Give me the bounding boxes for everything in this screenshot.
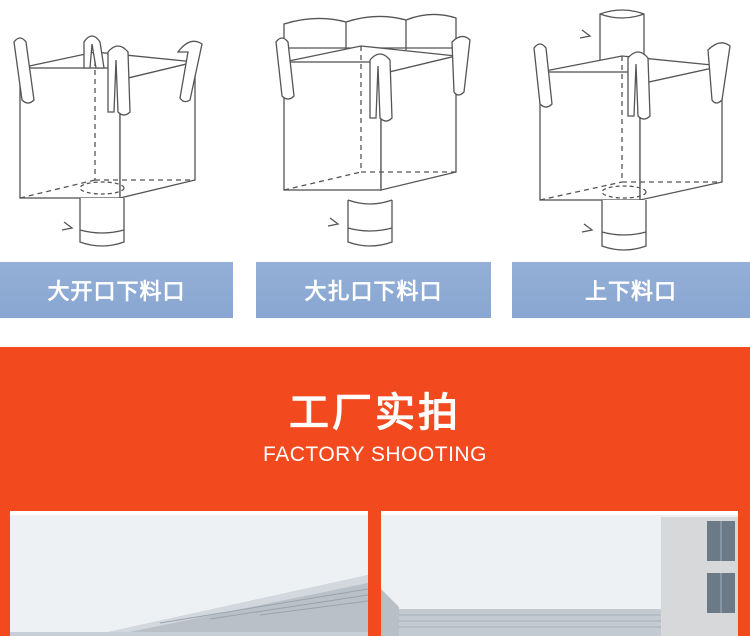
factory-photo-right xyxy=(381,511,738,636)
factory-photo-left xyxy=(10,511,368,636)
factory-subtitle: FACTORY SHOOTING xyxy=(263,443,487,466)
factory-title: 工厂实拍 xyxy=(289,390,461,436)
bag-type-label-spout-top-bottom: 上下料口 xyxy=(512,262,750,318)
spout-top-bottom-bag-icon xyxy=(512,0,750,255)
skirt-top-bag-icon xyxy=(256,0,491,255)
bag-type-label-big-open: 大开口下料口 xyxy=(0,262,233,318)
bag-types-section: 大开口下料口 大扎口下料口 xyxy=(0,0,750,318)
big-open-top-bag-icon xyxy=(0,0,240,255)
bag-type-label-skirt-top: 大扎口下料口 xyxy=(256,262,491,318)
